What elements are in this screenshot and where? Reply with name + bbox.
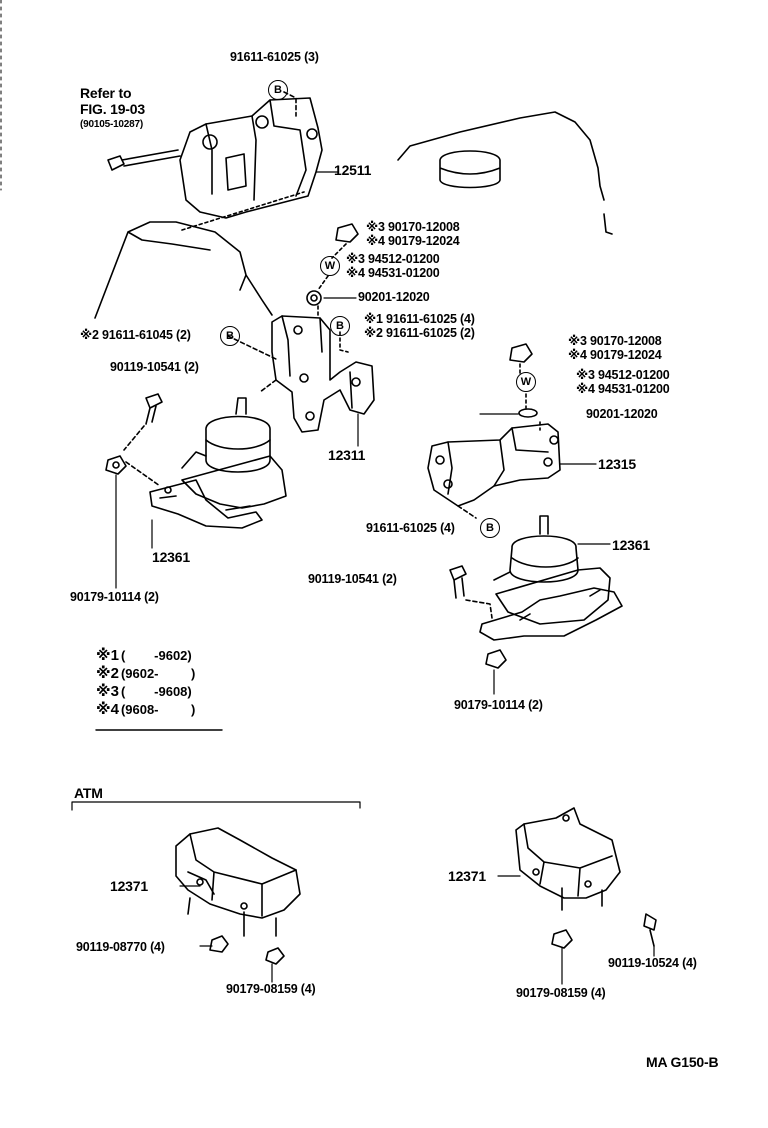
label-n3-90170-12008-right: ※3 90170-12008 [568,334,662,348]
label-w3-94512-01200-mid: ※3 94512-01200 [346,252,440,266]
note-mark-4: ※4 [96,701,119,718]
label-12371-right: 12371 [448,868,486,884]
label-n1-91611-61025-4: ※1 91611-61025 (4) [364,312,475,326]
engine-bracket-12511 [179,97,339,219]
label-n4-90179-12024-mid: ※4 90179-12024 [366,234,460,248]
note-mark-3: ※3 [96,683,119,700]
note-text-4: (9608- ) [120,702,196,717]
mount-12361-right [479,515,623,641]
right-fastener-stack [509,343,541,431]
note-mark-1: ※1 [96,647,119,664]
symbol-w-right: W [516,372,536,392]
label-91611-61025-4-right: 91611-61025 (4) [366,521,455,535]
mid-fastener-stack [306,223,359,353]
label-90119-10541-right: 90119-10541 (2) [308,572,397,586]
label-90119-10541-left: 90119-10541 (2) [110,360,199,374]
label-w4-94531-01200-right: ※4 94531-01200 [576,382,670,396]
note-text-1: ( -9602) [120,648,192,663]
engine-dash-line [181,191,305,231]
engine-block-outline [94,221,273,319]
note-mark-2: ※2 [96,665,119,682]
symbol-b-top: B [268,80,288,100]
left-bolt-nut [105,393,163,589]
label-90179-10114-left: 90179-10114 (2) [70,590,159,604]
atm-mount-12371-left [175,827,301,983]
label-12371-left: 12371 [110,878,148,894]
label-12361-right: 12361 [612,537,650,553]
figure-code: MA G150-B [646,1054,719,1070]
label-w4-94531-01200-mid: ※4 94531-01200 [346,266,440,280]
note-row-2: ※2(9602- ) [96,666,195,682]
note-row-3: ※3( -9608) [96,684,192,700]
symbol-b-mid: B [330,316,350,336]
atm-mount-12371-right [515,807,657,985]
transmission-cap [439,150,501,189]
mount-12361-left [149,397,287,549]
label-12361-left: 12361 [152,549,190,565]
label-12511: 12511 [334,162,372,178]
bracket-12315 [427,423,561,519]
label-90179-08159-left: 90179-08159 (4) [226,982,316,996]
note-row-4: ※4(9608- ) [96,702,195,718]
label-91611-61025-3: 91611-61025 (3) [230,50,319,64]
symbol-b-right: B [480,518,500,538]
label-n2-91611-61045: ※2 91611-61045 (2) [80,328,191,342]
label-refer-to: Refer to [80,85,132,101]
label-90201-12020-right: 90201-12020 [586,407,658,421]
note-text-2: (9602- ) [120,666,196,681]
note-text-3: ( -9608) [120,684,192,699]
symbol-w-mid: W [320,256,340,276]
transmission-outline [397,111,613,235]
bracket-12311 [227,315,375,447]
label-90119-10524: 90119-10524 (4) [608,956,697,970]
label-w3-94512-01200-right: ※3 94512-01200 [576,368,670,382]
note-row-1: ※1( -9602) [96,648,192,664]
label-n3-90170-12008-mid: ※3 90170-12008 [366,220,460,234]
label-90179-10114-right: 90179-10114 (2) [454,698,543,712]
atm-group-line [71,801,361,811]
refer-bolt [107,149,181,171]
label-n4-90179-12024-right: ※4 90179-12024 [568,348,662,362]
label-12311: 12311 [328,447,366,463]
label-fig-19-03: FIG. 19-03 [80,101,145,117]
symbol-b-left: B [220,326,240,346]
label-90119-08770: 90119-08770 (4) [76,940,165,954]
label-90201-12020-mid: 90201-12020 [358,290,430,304]
label-90179-08159-right: 90179-08159 (4) [516,986,606,1000]
label-n2-91611-61025-2: ※2 91611-61025 (2) [364,326,475,340]
label-12315: 12315 [598,456,636,472]
leader-lines [179,297,597,947]
right-bolt-nut [449,565,507,695]
label-90105-10287: (90105-10287) [80,119,144,130]
label-atm: ATM [74,785,103,801]
b-top-leader [283,91,297,117]
